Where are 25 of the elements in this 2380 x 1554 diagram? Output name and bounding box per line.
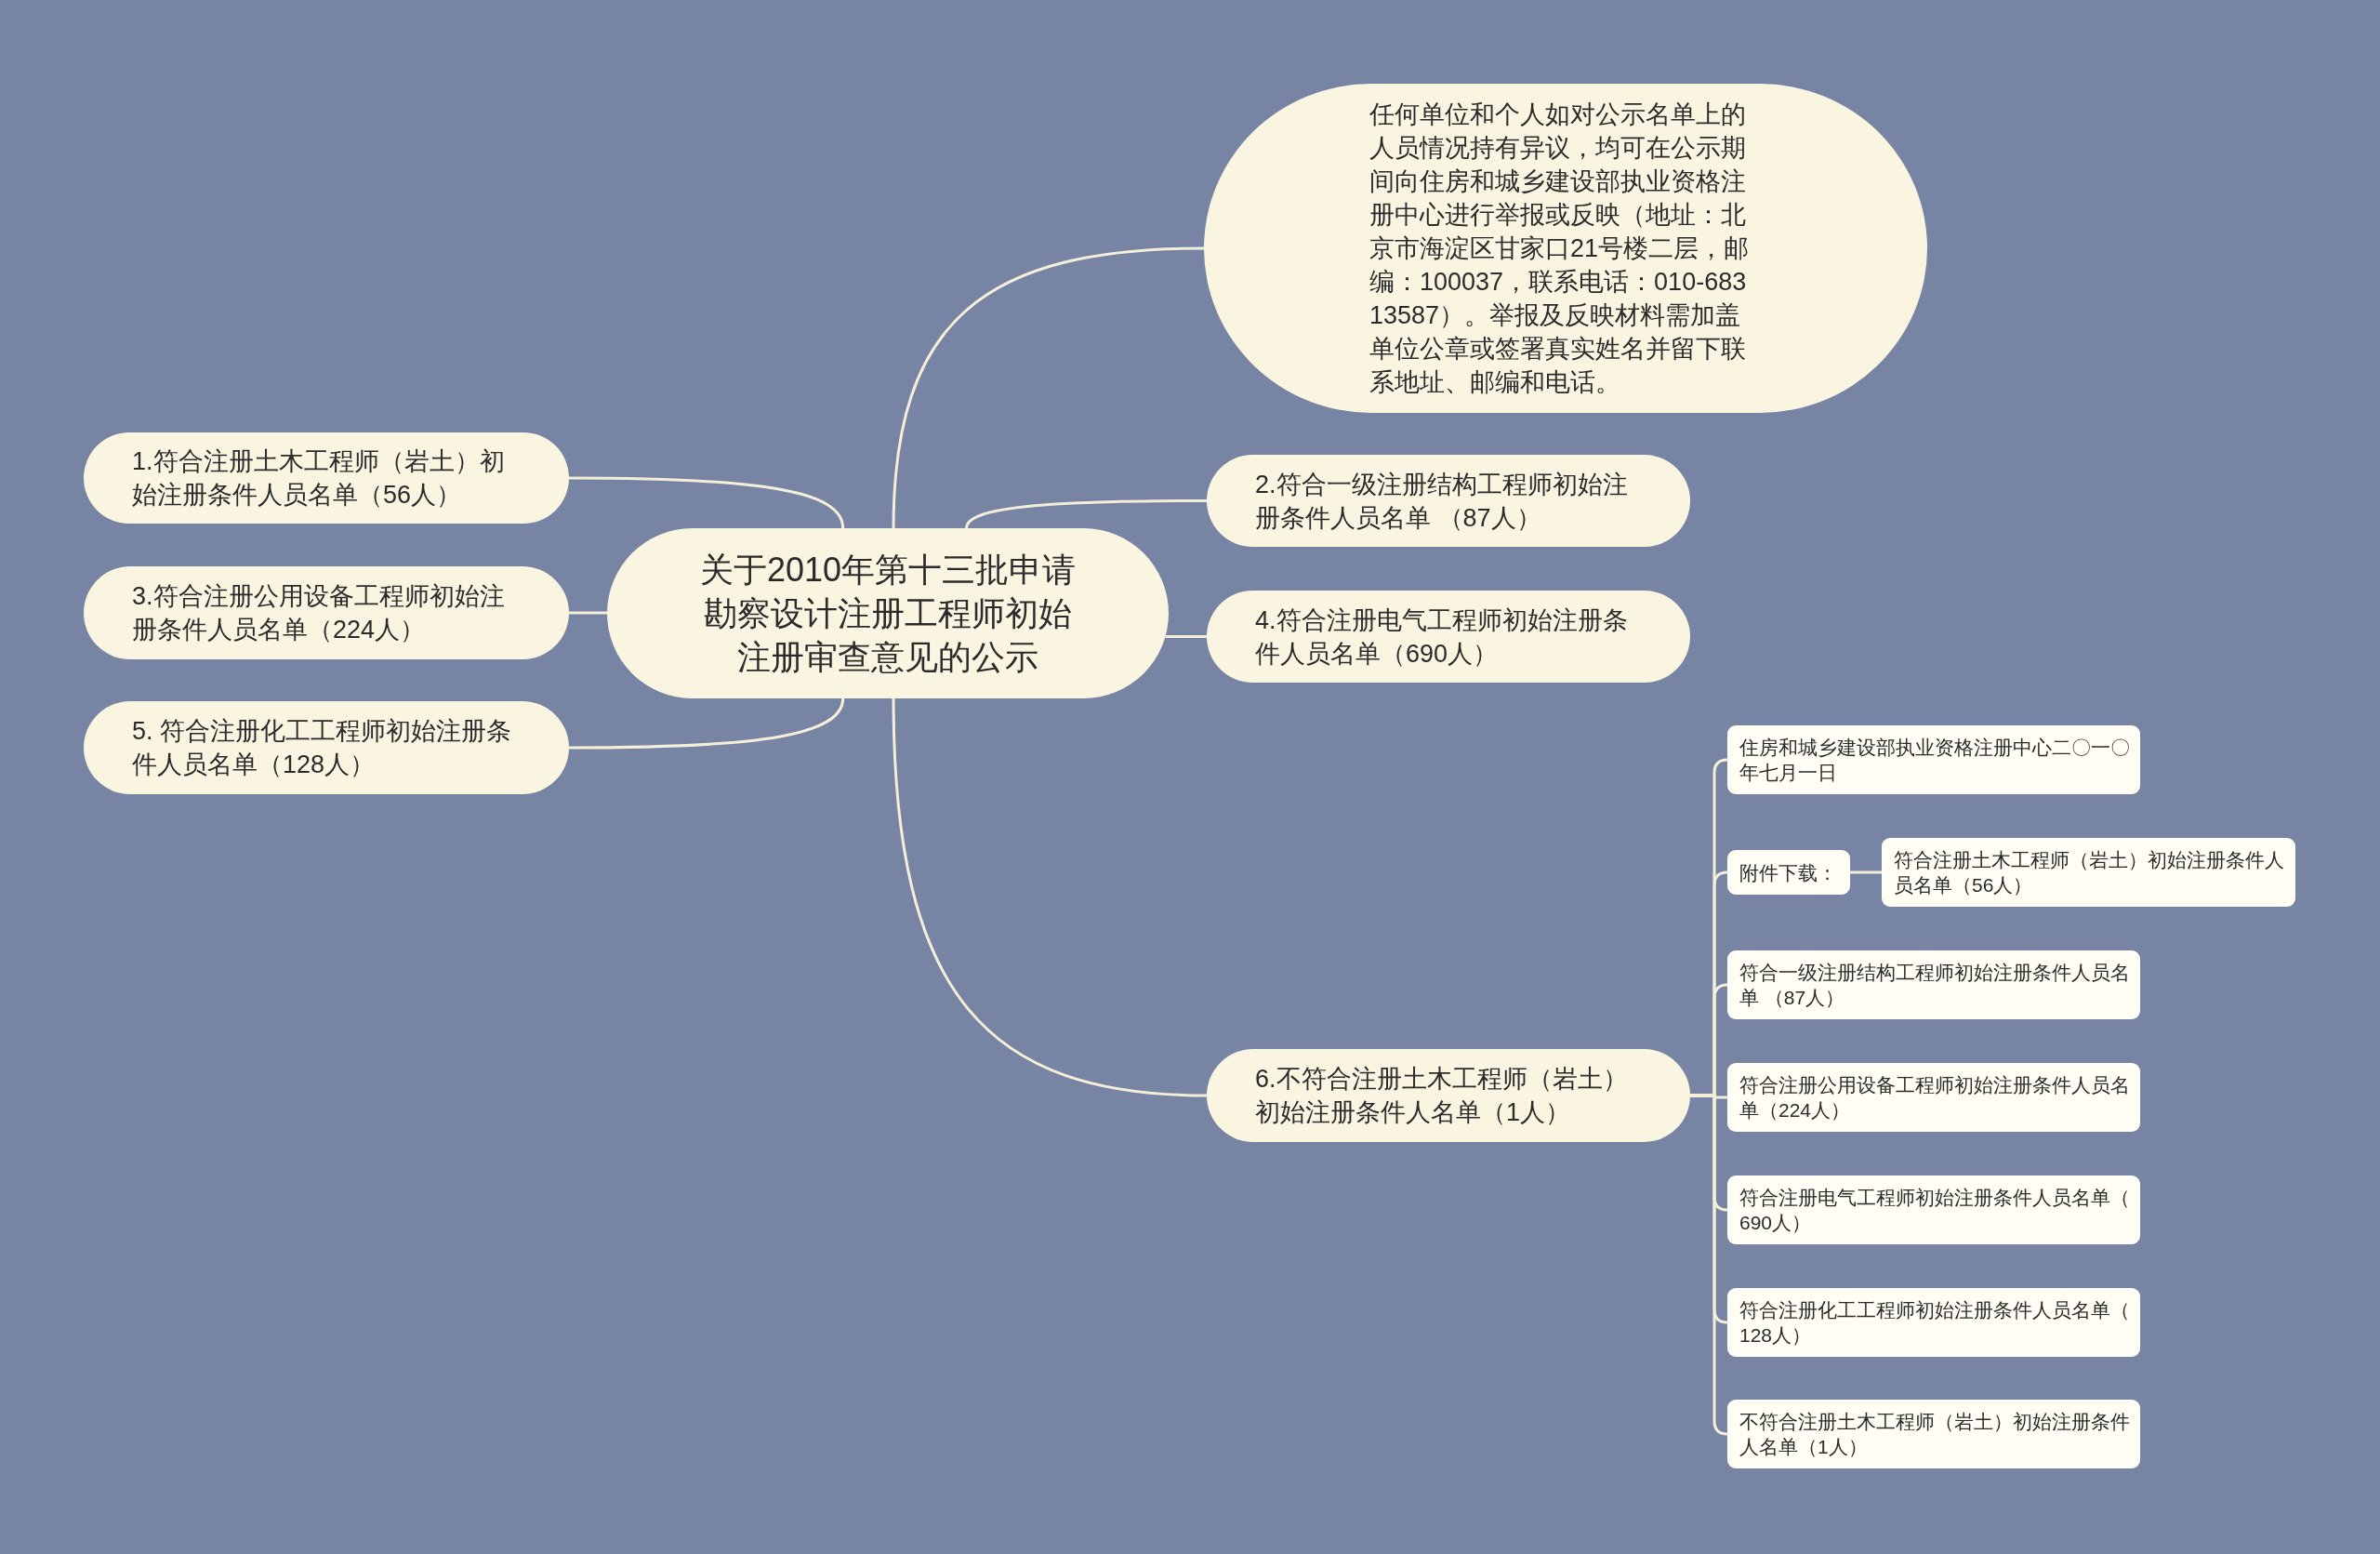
connector-line <box>892 246 1205 529</box>
note-bubble: 任何单位和个人如对公示名单上的人员情况持有异议，均可在公示期间向住房和城乡建设部执业资格注册中心进行举报或反映（地址：北京市海淀区甘家口21号楼二层，邮编：100037，联系电话：010-68313587）。举报及反映材料需加盖单位公章或签署真实姓名并留下联系地址、邮编和电话。 <box>1204 84 1927 413</box>
branch-topic: 4.符合注册电气工程师初始注册条件人员名单（690人） <box>1207 591 1690 683</box>
subtopic-box: 住房和城乡建设部执业资格注册中心二〇一〇年七月一日 <box>1727 725 2140 794</box>
connector-line <box>965 499 1207 529</box>
branch-topic: 5. 符合注册化工工程师初始注册条件人员名单（128人） <box>84 701 569 794</box>
branch-topic: 6.不符合注册土木工程师（岩土）初始注册条件人名单（1人） <box>1207 1049 1690 1142</box>
subtopic-box: 符合注册土木工程师（岩土）初始注册条件人员名单（56人） <box>1882 838 2295 907</box>
subtopic-box: 符合注册化工工程师初始注册条件人员名单（128人） <box>1727 1288 2140 1357</box>
connector-line <box>892 697 1208 1097</box>
connector-line <box>1850 870 1882 874</box>
subtopic-box: 符合一级注册结构工程师初始注册条件人员名单 （87人） <box>1727 950 2140 1019</box>
connector-line <box>569 697 845 750</box>
connector-line <box>1690 758 1729 1436</box>
connector-line <box>1165 635 1207 638</box>
branch-topic: 2.符合一级注册结构工程师初始注册条件人员名单 （87人） <box>1207 455 1690 547</box>
subtopic-box: 符合注册公用设备工程师初始注册条件人员名单（224人） <box>1727 1063 2140 1132</box>
branch-topic: 1.符合注册土木工程师（岩土）初始注册条件人员名单（56人） <box>84 432 569 524</box>
subtopic-box: 不符合注册土木工程师（岩土）初始注册条件人名单（1人） <box>1727 1400 2140 1468</box>
root-topic: 关于2010年第十三批申请勘察设计注册工程师初始注册审查意见的公示 <box>607 528 1169 698</box>
subtopic-box: 附件下载： <box>1727 850 1850 895</box>
branch-topic: 3.符合注册公用设备工程师初始注册条件人员名单（224人） <box>84 566 569 659</box>
connector-line <box>569 476 845 529</box>
subtopic-box: 符合注册电气工程师初始注册条件人员名单（690人） <box>1727 1175 2140 1244</box>
connector-line <box>569 611 607 615</box>
